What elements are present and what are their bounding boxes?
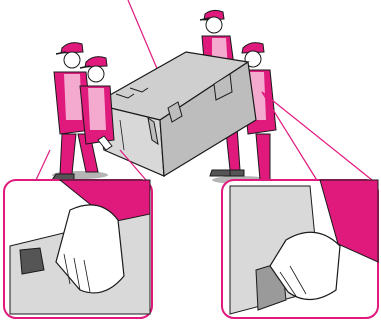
- worker-front-right: [80, 57, 114, 150]
